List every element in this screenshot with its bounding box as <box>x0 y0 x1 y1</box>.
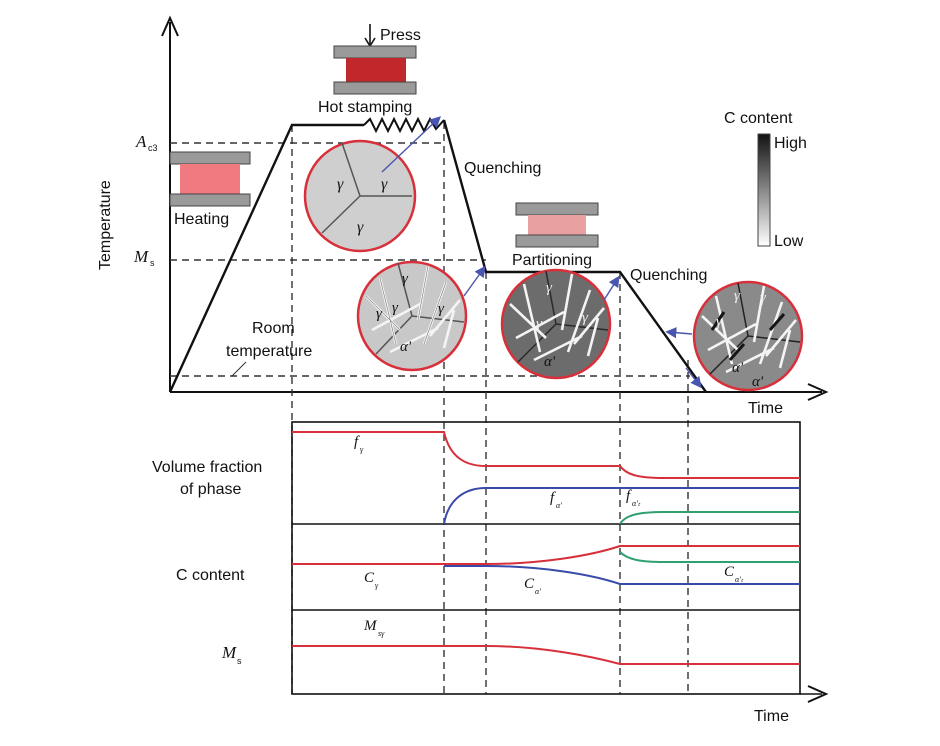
phase-label-alpha-prime: α' <box>732 360 744 376</box>
c-content-panel-label: C content <box>176 567 245 584</box>
top-x-axis-arrow <box>807 383 829 401</box>
volume-fraction-label-1: Volume fraction <box>152 459 262 476</box>
quenching-label-1: Quenching <box>464 160 541 177</box>
partitioning-label: Partitioning <box>512 252 592 269</box>
bottom-x-axis-label: Time <box>754 708 789 725</box>
curve-f-alpha-prime <box>443 487 800 525</box>
c-content-low-label: Low <box>774 233 804 250</box>
f-alpha-label: f <box>550 490 556 506</box>
f-alpha-t-sub: α'ₜ <box>632 499 641 508</box>
curve-f-gamma <box>292 431 800 479</box>
phase-label-gamma: γ <box>716 314 723 330</box>
phase-label-gamma: γ <box>760 290 767 306</box>
phase-label-gamma: γ <box>337 176 344 193</box>
ac3-label: A <box>135 132 147 151</box>
microstructure-partitioned: γ γ γ α' <box>500 268 612 380</box>
arrow-partitioned-to-plateau <box>603 275 620 301</box>
press-label: Press <box>380 27 421 44</box>
curve-c-alpha-prime <box>444 565 800 585</box>
partitioning-furnace-icon <box>515 202 599 248</box>
room-temperature-label-1: Room <box>252 320 295 337</box>
c-content-legend-title: C content <box>724 110 793 127</box>
bottom-x-axis-arrow <box>807 685 829 703</box>
c-gamma-label: C <box>364 570 375 586</box>
f-alpha-t-label: f <box>626 488 632 504</box>
process-curve-hot-stamping-zigzag <box>363 116 445 134</box>
arrow-quenched-to-ms <box>463 265 486 297</box>
top-x-axis-label: Time <box>748 400 783 417</box>
hot-stamping-label: Hot stamping <box>318 99 412 116</box>
phase-label-gamma: γ <box>438 301 445 317</box>
phase-label-alpha-prime: α' <box>752 374 764 390</box>
phase-label-gamma: γ <box>546 280 553 296</box>
c-alpha-t-sub: α'ₜ <box>735 575 744 584</box>
phase-label-gamma: γ <box>734 288 741 304</box>
phase-label-gamma: γ <box>392 300 399 316</box>
ms-sub: s <box>150 258 155 268</box>
curve-c-alpha-prime-t <box>619 551 800 563</box>
top-y-axis-label: Temperature <box>97 180 114 270</box>
f-gamma-sub: γ <box>360 445 364 454</box>
hot-stamping-press-icon <box>333 45 417 95</box>
phase-label-gamma: γ <box>536 316 543 332</box>
c-alpha-sub: α' <box>535 587 541 596</box>
ms-label: M <box>133 247 149 266</box>
phase-label-gamma: γ <box>376 306 383 322</box>
c-content-high-label: High <box>774 135 807 152</box>
arrow-final-to-quench <box>665 327 693 339</box>
bottom-panels-frame <box>291 421 801 695</box>
microstructure-austenite: γ γ γ <box>303 139 417 253</box>
phase-label-gamma: γ <box>582 310 589 326</box>
heating-furnace-icon <box>169 151 251 207</box>
ac3-sub: c3 <box>148 143 158 153</box>
c-alpha-label: C <box>524 576 535 592</box>
f-gamma-label: f <box>354 434 360 450</box>
curve-f-alpha-prime-t <box>619 511 800 525</box>
c-gamma-sub: γ <box>375 581 379 590</box>
curve-c-gamma <box>292 545 800 565</box>
phase-label-gamma: γ <box>402 271 409 287</box>
ms-gamma-label: M <box>363 618 378 634</box>
ms-gamma-sub: sγ <box>378 629 385 638</box>
process-curve-heating <box>168 123 364 393</box>
ms-panel-sub: s <box>237 656 242 666</box>
phase-label-gamma: γ <box>381 176 388 193</box>
microstructure-quenched: γ γ γ γ α' <box>356 260 468 372</box>
volume-fraction-label-2: of phase <box>180 481 241 498</box>
quenching-label-2: Quenching <box>630 267 707 284</box>
microstructure-final: γ γ γ α' α' <box>692 280 804 392</box>
ms-panel-label: M <box>221 643 237 662</box>
c-content-gradient-bar <box>757 133 771 247</box>
top-y-axis-arrow <box>161 15 179 37</box>
heating-label: Heating <box>174 211 229 228</box>
c-alpha-t-label: C <box>724 564 735 580</box>
arrow-room-temp <box>685 367 702 389</box>
phase-label-gamma: γ <box>357 219 364 236</box>
phase-label-alpha-prime: α' <box>400 339 412 355</box>
arrow-austenite-to-stamping <box>381 116 442 173</box>
room-temperature-pointer <box>231 361 247 377</box>
curve-ms <box>292 645 800 665</box>
f-alpha-sub: α' <box>556 501 562 510</box>
room-temperature-label-2: temperature <box>226 343 312 360</box>
phase-label-alpha-prime: α' <box>544 354 556 370</box>
